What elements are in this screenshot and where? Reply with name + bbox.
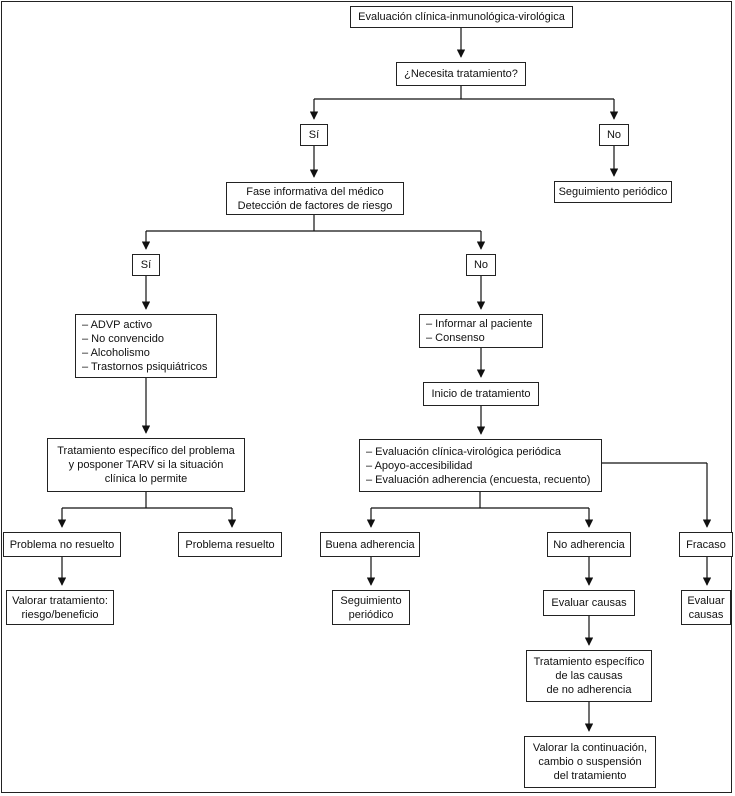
specific-treatment-node: Tratamiento específico del problema y po… [47,438,245,492]
assess-treatment-line: riesgo/beneficio [21,608,99,621]
specific-causes-line: de las causas [555,670,623,682]
evaluate-causes-node-2: Evaluar causas [681,590,731,625]
inform-item: – Consenso [426,332,485,344]
inform-node: – Informar al paciente – Consenso [419,314,543,348]
specific-treatment-line: y posponer TARV si la situación [68,459,224,471]
problem-unresolved-node: Problema no resuelto [3,532,121,557]
risk-factor-item: – Trastornos psiquiátricos [82,361,208,373]
specific-treatment-line: Tratamiento específico del problema [57,445,235,457]
followup-node-1: Seguimiento periódico [554,181,672,203]
specific-causes-line: de no adherencia [546,684,632,696]
info-phase-line-2: Detección de factores de riesgo [237,199,393,212]
no-adherence-node: No adherencia [547,532,631,557]
no-branch-1: No [599,124,629,146]
periodic-evaluation-item: – Apoyo-accesibilidad [366,459,473,472]
evaluate-causes-line: causas [688,608,724,621]
risk-factor-item: – Alcoholismo [82,347,150,359]
problem-resolved-node: Problema resuelto [178,532,282,557]
no-branch-2: No [466,254,496,276]
start-treatment-node: Inicio de tratamiento [423,382,539,406]
needs-treatment-node: ¿Necesita tratamiento? [396,62,526,86]
specific-treatment-line: clínica lo permite [104,473,188,485]
evaluate-causes-node-1: Evaluar causas [543,590,635,616]
root-node: Evaluación clínica-inmunológica-virológi… [350,6,573,28]
risk-factor-item: – ADVP activo [82,319,153,331]
inform-item: – Informar al paciente [426,318,533,330]
assess-continuation-line: cambio o suspensión [538,756,642,768]
followup-node-2: Seguimiento periódico [332,590,410,625]
yes-branch-2: Sí [132,254,160,276]
assess-treatment-line: Valorar tratamiento: [12,594,108,607]
risk-factors-node: – ADVP activo – No convencido – Alcoholi… [75,314,217,378]
assess-continuation-node: Valorar la continuación, cambio o suspen… [524,736,656,788]
specific-causes-treatment-node: Tratamiento específico de las causas de … [526,650,652,702]
periodic-evaluation-node: – Evaluación clínica-virológica periódic… [359,439,602,492]
good-adherence-node: Buena adherencia [320,532,420,557]
followup-line: Seguimiento [340,594,402,607]
assess-continuation-line: del tratamiento [553,770,627,782]
assess-treatment-node: Valorar tratamiento: riesgo/beneficio [6,590,114,625]
info-phase-node: Fase informativa del médico Detección de… [226,182,404,215]
evaluate-causes-line: Evaluar [687,594,725,607]
periodic-evaluation-item: – Evaluación adherencia (encuesta, recue… [366,473,591,486]
risk-factor-item: – No convencido [82,333,164,345]
failure-node: Fracaso [679,532,733,557]
periodic-evaluation-item: – Evaluación clínica-virológica periódic… [366,445,562,458]
assess-continuation-line: Valorar la continuación, [532,742,648,754]
info-phase-line-1: Fase informativa del médico [246,185,384,198]
specific-causes-line: Tratamiento específico [533,656,645,668]
followup-line: periódico [348,608,394,621]
yes-branch-1: Sí [300,124,328,146]
